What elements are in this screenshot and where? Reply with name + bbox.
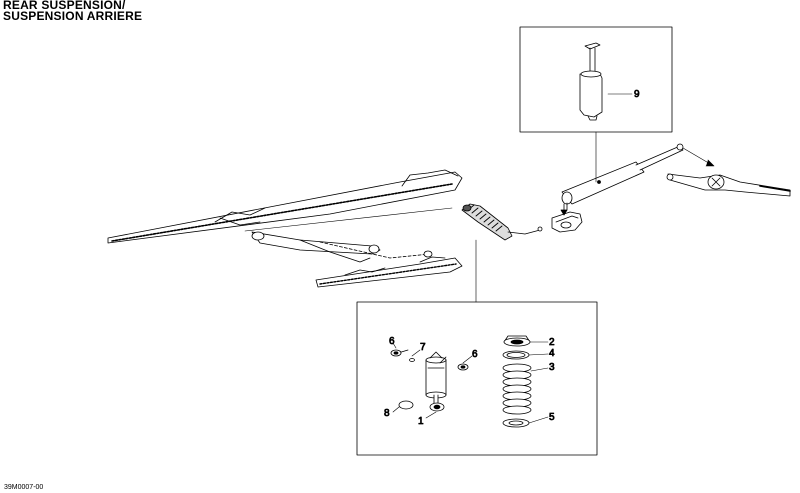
callout-9: 9 <box>634 89 640 100</box>
front-arm-shaft <box>666 173 791 197</box>
callout-8: 8 <box>384 408 390 419</box>
lower-slide-rail <box>315 256 463 288</box>
callout-leaders <box>392 341 549 424</box>
shock-body-1 <box>390 349 469 412</box>
title-line-1: REAR SUSPENSION/ <box>3 0 126 12</box>
callout-1: 1 <box>418 416 424 427</box>
callout-3: 3 <box>549 362 555 373</box>
inset-box-shock-parts <box>356 301 598 456</box>
callout-6-left: 6 <box>389 336 395 347</box>
callout-5: 5 <box>549 412 555 423</box>
callout-6-right: 6 <box>472 349 478 360</box>
coil-spring-3 <box>502 363 532 415</box>
title-line-2: SUSPENSION ARRIERE <box>3 9 143 23</box>
rear-shock-assembly <box>461 203 543 241</box>
callout-7: 7 <box>420 342 426 353</box>
diagram-title: REAR SUSPENSION/ SUSPENSION ARRIERE <box>3 0 142 22</box>
upper-bracket <box>551 211 583 233</box>
front-shock <box>561 143 684 211</box>
drawing-reference-code: 39M0007-00 <box>4 484 44 491</box>
shock-absorber-9 <box>579 42 603 121</box>
spring-and-caps <box>502 335 532 428</box>
upper-slide-rail <box>107 169 463 244</box>
callout-2: 2 <box>549 337 555 348</box>
lower-arm-assembly <box>251 231 433 263</box>
callout-4: 4 <box>549 348 555 359</box>
